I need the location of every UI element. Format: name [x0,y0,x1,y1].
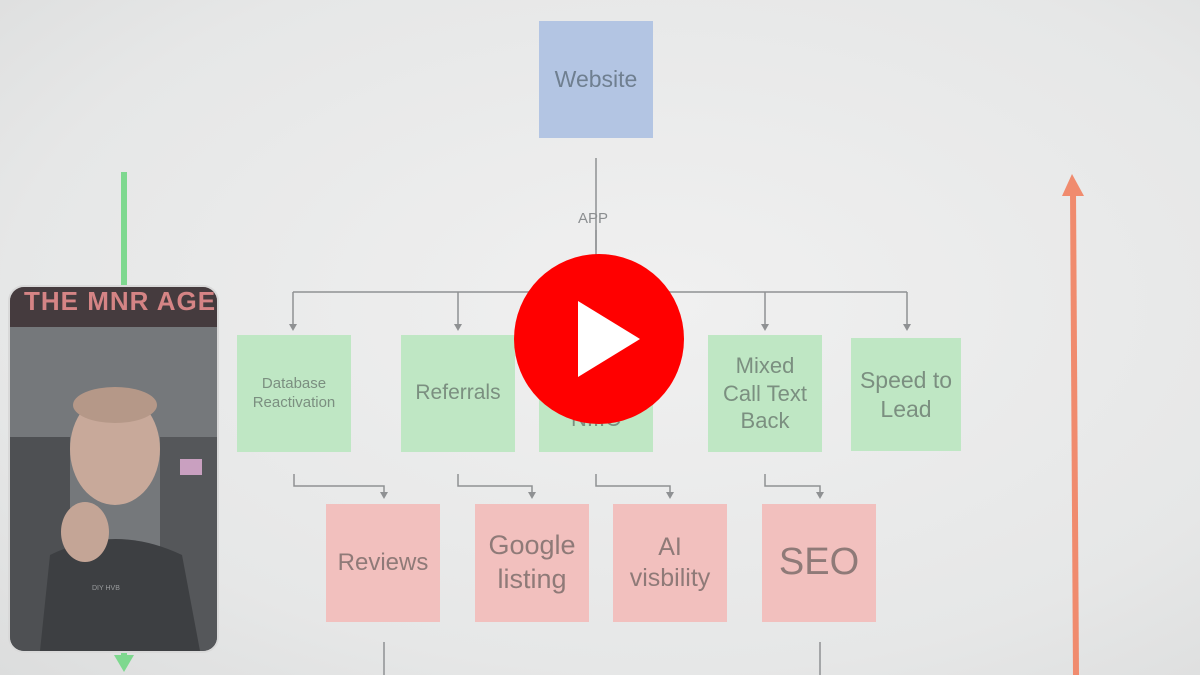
note-website-label: Website [554,66,638,93]
play-button[interactable] [514,254,684,424]
note-seo[interactable]: SEO [762,504,876,622]
presenter-figure [10,327,217,651]
note-mixed-call-text-back[interactable]: Mixed Call Text Back [708,335,822,452]
play-icon [578,301,640,377]
shirt-text: DIY HVB [92,585,120,592]
edge-label-app: APP [578,210,609,227]
note-mixed-call-text-back-label: Mixed Call Text Back [723,353,807,434]
note-website[interactable]: Website [539,21,653,138]
note-speed-to-lead-label: Speed to Lead [859,366,953,422]
webcam-overlay: THE MNR AGE DIY HVB [10,287,217,651]
note-google-listing[interactable]: Google listing [475,504,589,622]
note-google-listing-label: Google listing [488,530,576,594]
note-referrals[interactable]: Referrals [401,335,515,452]
neon-sign: THE MNR AGE [10,287,217,327]
note-speed-to-lead[interactable]: Speed to Lead [851,338,961,451]
note-reviews[interactable]: Reviews [326,504,440,622]
note-reviews-label: Reviews [337,549,429,576]
note-ai-visibility[interactable]: AI visbility [613,504,727,622]
note-database-reactivation-label: Database Reactivation [252,374,336,411]
note-database-reactivation[interactable]: Database Reactivation [237,335,351,452]
note-referrals-label: Referrals [415,381,501,405]
note-seo-label: SEO [778,541,860,584]
note-ai-visibility-label: AI visbility [629,532,711,592]
